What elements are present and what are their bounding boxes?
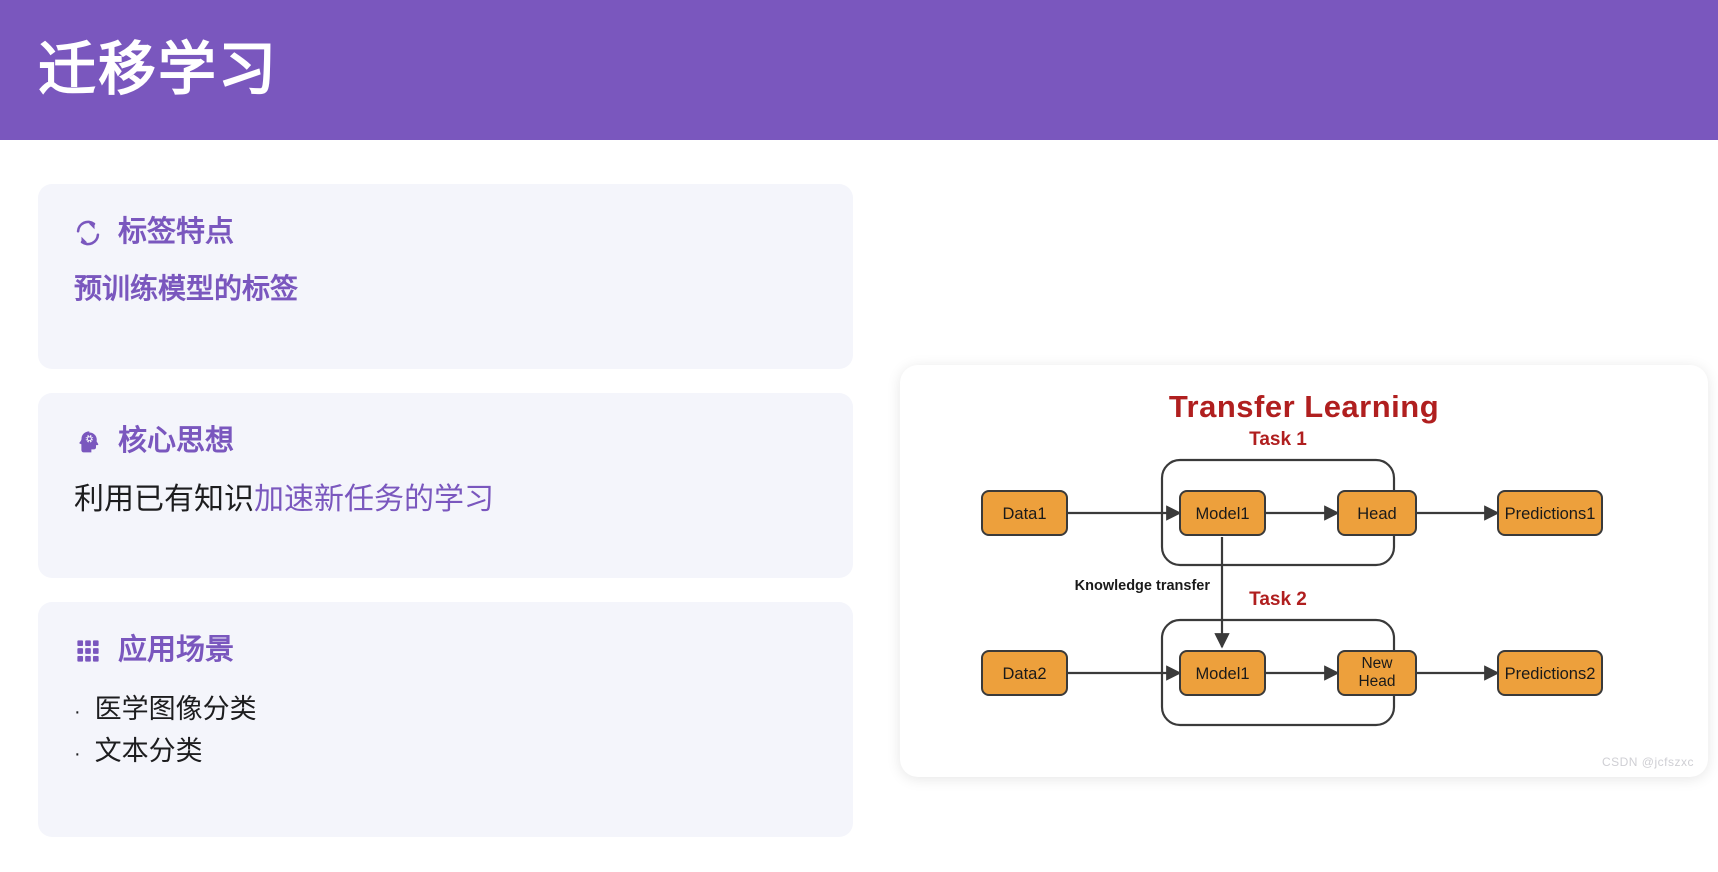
node-data2: Data2 [981, 650, 1068, 696]
node-model1-task1: Model1 [1179, 490, 1266, 536]
list-item-label: 医学图像分类 [94, 694, 257, 724]
page-title: 迁移学习 [38, 37, 279, 102]
svg-text:Predictions1: Predictions1 [1505, 505, 1596, 523]
knowledge-transfer-label: Knowledge transfer [1075, 578, 1211, 594]
card-title: 应用场景 [118, 634, 235, 666]
node-model1-task2: Model1 [1179, 650, 1266, 696]
svg-text:Model1: Model1 [1195, 505, 1249, 523]
scenario-list: · 医学图像分类 · 文本分类 [74, 689, 817, 773]
svg-text:Head: Head [1357, 505, 1396, 523]
apps-grid-icon [74, 637, 102, 665]
card-body-text: 利用已有知识加速新任务的学习 [74, 480, 817, 519]
list-item: · 医学图像分类 [74, 689, 817, 731]
card-label-characteristics: 标签特点 预训练模型的标签 [38, 184, 853, 369]
bullet-marker: · [74, 701, 81, 723]
svg-text:Head: Head [1358, 673, 1395, 690]
sync-refresh-icon [74, 219, 102, 247]
csdn-watermark: CSDN @jcfszxc [1601, 755, 1694, 769]
node-data1: Data1 [981, 490, 1068, 536]
card-application-scenarios: 应用场景 · 医学图像分类 · 文本分类 [38, 602, 853, 837]
svg-text:Predictions2: Predictions2 [1505, 665, 1596, 683]
card-body-text: 预训练模型的标签 [74, 273, 299, 304]
task2-label: Task 2 [1249, 589, 1307, 610]
card-title: 核心思想 [118, 425, 235, 457]
list-item-label: 文本分类 [94, 735, 203, 766]
card-body-plain: 利用已有知识 [74, 483, 254, 516]
diagram-card: Transfer Learning Task 1 Task 2 Knowledg… [900, 365, 1708, 777]
list-item: · 文本分类 [74, 731, 817, 773]
svg-text:Model1: Model1 [1195, 665, 1249, 683]
info-cards-column: 标签特点 预训练模型的标签 [38, 184, 853, 861]
node-predictions2: Predictions2 [1497, 650, 1603, 696]
card-header: 标签特点 [74, 218, 817, 247]
card-header: 核心思想 [74, 427, 817, 456]
card-core-idea: 核心思想 利用已有知识加速新任务的学习 [38, 393, 853, 578]
card-title: 标签特点 [118, 216, 235, 248]
task1-label: Task 1 [1249, 429, 1307, 450]
card-header: 应用场景 [74, 636, 817, 665]
svg-text:Data1: Data1 [1002, 505, 1046, 523]
svg-text:Data2: Data2 [1002, 665, 1046, 683]
node-predictions1: Predictions1 [1497, 490, 1603, 536]
card-body-highlight: 加速新任务的学习 [254, 483, 494, 516]
bullet-marker: · [74, 742, 81, 765]
head-gear-icon [74, 428, 102, 456]
diagram-title: Transfer Learning [1168, 389, 1440, 424]
svg-text:New: New [1361, 655, 1393, 672]
node-new-head: New Head [1337, 650, 1417, 696]
transfer-learning-diagram: Task 1 Task 2 Knowledge transfer Data1 M… [981, 429, 1603, 727]
node-head: Head [1337, 490, 1417, 536]
page-header: 迁移学习 [0, 0, 1718, 140]
